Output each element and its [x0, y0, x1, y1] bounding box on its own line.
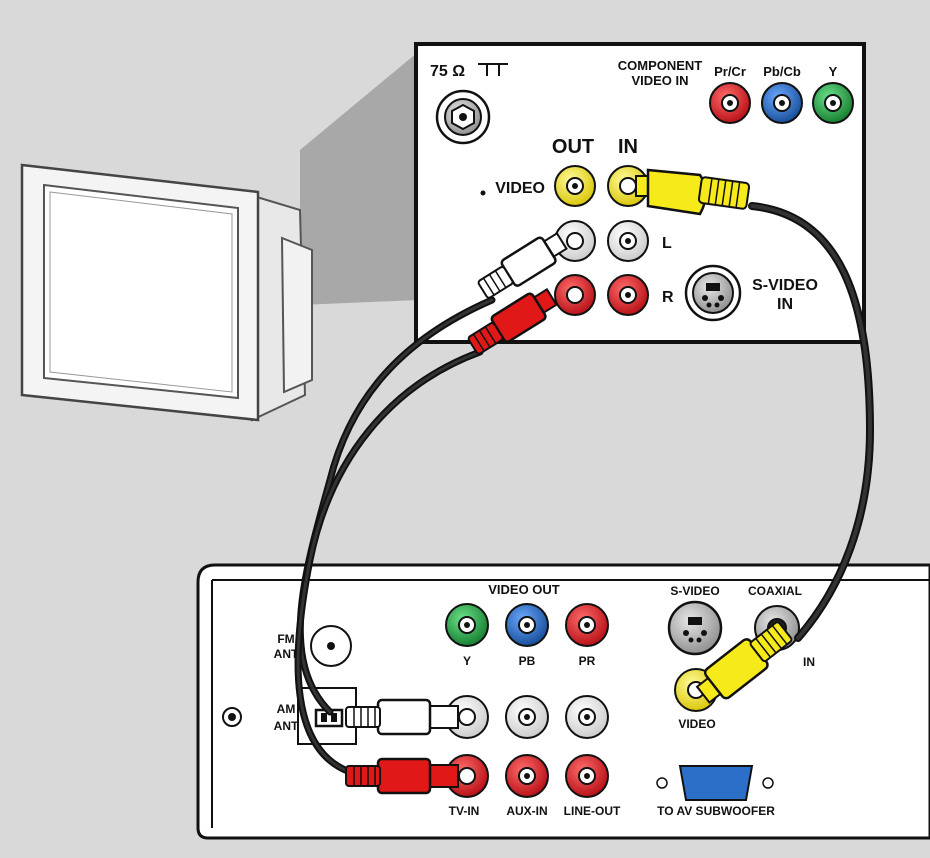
device-tv-in-red-plug: [345, 757, 459, 795]
tv-video-plug: [635, 168, 751, 216]
impedance-label: 75 Ω: [430, 63, 465, 80]
fm-ant-label-line1: FM: [277, 632, 294, 646]
device-pr-label: PR: [579, 654, 596, 668]
am-ant-label-line2: ANT: [274, 719, 299, 733]
in-label: IN: [618, 136, 638, 158]
coaxial-in-label: IN: [803, 655, 815, 669]
line-out-right-jack[interactable]: [565, 754, 609, 798]
tv-set: [20, 52, 418, 422]
zoom-callout: [300, 52, 418, 305]
tv-audio-left-in-jack[interactable]: [607, 220, 649, 262]
device-tv-in-white-plug: [345, 698, 459, 736]
tv-component-y-jack[interactable]: [812, 82, 854, 124]
coaxial-label: COAXIAL: [748, 584, 802, 598]
audio-white-cable-core: [298, 298, 494, 714]
cables: [294, 202, 875, 776]
subwoofer-screw-right-icon: [762, 777, 774, 789]
device-component-pb-jack[interactable]: [505, 603, 549, 647]
device-y-label: Y: [463, 654, 471, 668]
dot-marker-icon: [480, 190, 486, 196]
device-video-label: VIDEO: [678, 717, 715, 731]
tv-screen-inner: [49, 191, 233, 393]
line-out-left-jack[interactable]: [565, 695, 609, 739]
component-y-label: Y: [829, 64, 838, 79]
video-out-label: VIDEO OUT: [488, 582, 560, 597]
out-label: OUT: [552, 136, 594, 158]
subwoofer-screw-left-icon: [656, 777, 668, 789]
aux-in-right-jack[interactable]: [505, 754, 549, 798]
tv-screen: [43, 183, 239, 400]
subwoofer-port[interactable]: [678, 765, 754, 801]
component-label-line1: COMPONENT: [618, 58, 703, 73]
tv-svideo-in-jack[interactable]: [684, 264, 742, 322]
tv-component-pb-jack[interactable]: [761, 82, 803, 124]
antenna-input-jack[interactable]: [435, 89, 491, 145]
audio-red-cable-core: [296, 350, 482, 774]
tv-in-label: TV-IN: [449, 804, 480, 818]
left-label: L: [662, 235, 672, 252]
aux-in-left-jack[interactable]: [505, 695, 549, 739]
line-out-label: LINE-OUT: [564, 804, 621, 818]
device-svideo-label: S-VIDEO: [670, 584, 719, 598]
device-pb-label: PB: [519, 654, 536, 668]
right-label: R: [662, 289, 674, 306]
subwoofer-label: TO AV SUBWOOFER: [657, 804, 775, 818]
tv-back: [280, 236, 313, 394]
tv-audio-white-plug: [477, 232, 568, 299]
tv-audio-right-in-jack[interactable]: [607, 274, 649, 316]
component-pb-label: Pb/Cb: [763, 64, 801, 79]
device-component-y-jack[interactable]: [445, 603, 489, 647]
device-component-pr-jack[interactable]: [565, 603, 609, 647]
device-svideo-jack[interactable]: [667, 600, 723, 656]
svideo-label-line2: IN: [777, 296, 793, 313]
antenna-symbol-icon: [478, 63, 508, 76]
component-label-line2: VIDEO IN: [631, 73, 688, 88]
svideo-label-line1: S-VIDEO: [752, 277, 818, 294]
video-cable-core: [750, 204, 873, 640]
fm-ant-label-line2: ANT: [274, 647, 299, 661]
tv-video-label: VIDEO: [495, 180, 545, 197]
component-pr-label: Pr/Cr: [714, 64, 746, 79]
fm-antenna-jack[interactable]: [310, 625, 352, 667]
tv-audio-red-plug: [467, 288, 558, 355]
device-coaxial-yellow-plug: [695, 621, 793, 704]
am-ant-label-line1: AM: [277, 702, 296, 716]
aux-in-label: AUX-IN: [506, 804, 547, 818]
screw-icon-center: [228, 713, 236, 721]
tv-video-out-jack[interactable]: [554, 165, 596, 207]
tv-audio-right-out-jack[interactable]: [554, 274, 596, 316]
tv-component-pr-jack[interactable]: [709, 82, 751, 124]
